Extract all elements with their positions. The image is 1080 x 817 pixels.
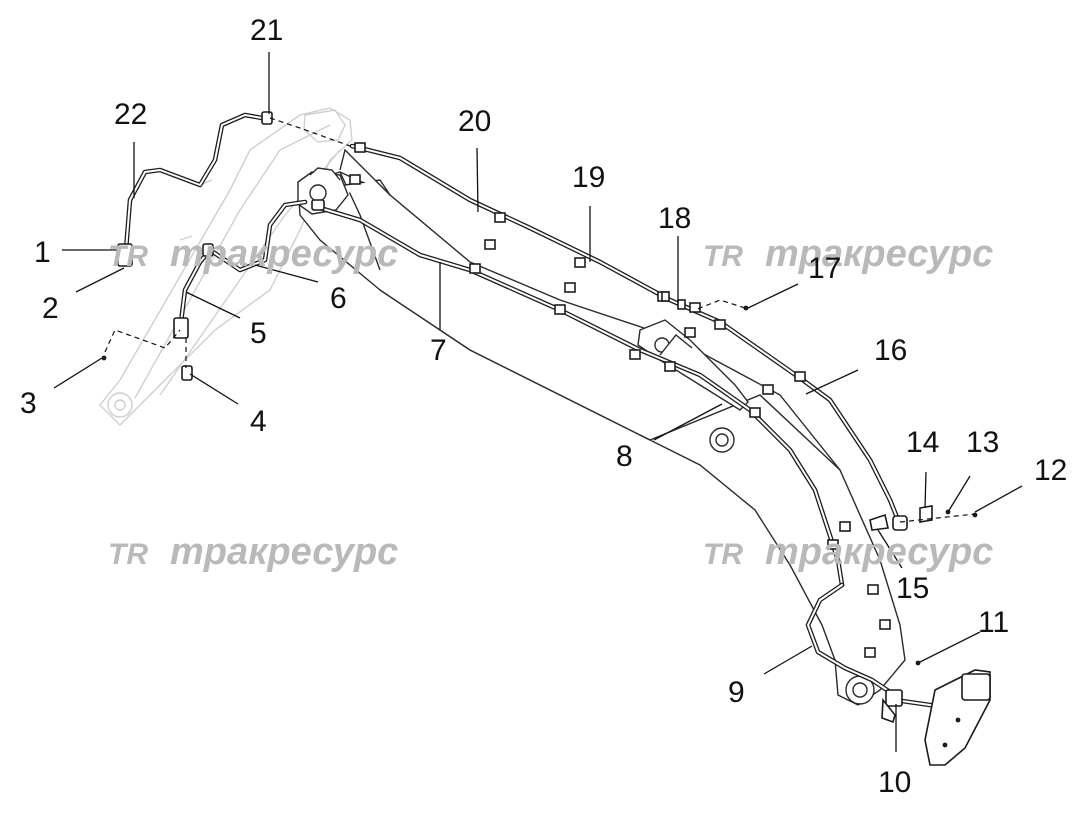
callout-leaders <box>53 52 1023 752</box>
watermark-text: тракресурс <box>170 233 398 275</box>
callout-15: 15 <box>896 572 929 605</box>
fittings <box>101 111 991 766</box>
callout-14: 14 <box>906 426 939 459</box>
watermark-logo: TR <box>108 240 148 273</box>
callout-8: 8 <box>616 440 633 473</box>
callout-9: 9 <box>728 676 745 709</box>
callout-10: 10 <box>878 766 911 799</box>
callout-3: 3 <box>20 387 37 420</box>
callout-18: 18 <box>658 202 691 235</box>
ghost-boom-outline <box>99 107 353 426</box>
callout-1: 1 <box>34 236 51 269</box>
callout-16: 16 <box>874 334 907 367</box>
watermark-bottom-left: TR тракресурс <box>108 531 398 573</box>
callout-22: 22 <box>114 98 147 131</box>
watermark-logo: TR <box>703 538 743 571</box>
callout-numbers: 1 2 3 4 5 6 7 8 9 10 11 12 13 14 15 16 1… <box>20 14 1067 799</box>
watermark-logo: TR <box>703 240 743 273</box>
callout-11: 11 <box>978 606 1009 639</box>
callout-20: 20 <box>458 105 491 138</box>
callout-5: 5 <box>250 317 267 350</box>
watermark-text: тракресурс <box>765 531 993 573</box>
watermark-top-left: TR тракресурс <box>108 233 398 275</box>
callout-13: 13 <box>966 426 999 459</box>
watermark-bottom-right: TR тракресурс <box>703 531 993 573</box>
watermark-top-right: TR тракресурс <box>703 233 993 275</box>
watermark-text: тракресурс <box>170 531 398 573</box>
callout-7: 7 <box>430 334 447 367</box>
callout-19: 19 <box>572 161 605 194</box>
watermark-logo: TR <box>108 538 148 571</box>
callout-4: 4 <box>250 405 267 438</box>
callout-2: 2 <box>42 292 59 325</box>
callout-21: 21 <box>250 14 283 47</box>
watermark-text: тракресурс <box>765 233 993 275</box>
callout-17: 17 <box>808 252 841 285</box>
callout-12: 12 <box>1034 454 1067 487</box>
callout-6: 6 <box>330 282 347 315</box>
assembly-lines <box>104 117 976 523</box>
